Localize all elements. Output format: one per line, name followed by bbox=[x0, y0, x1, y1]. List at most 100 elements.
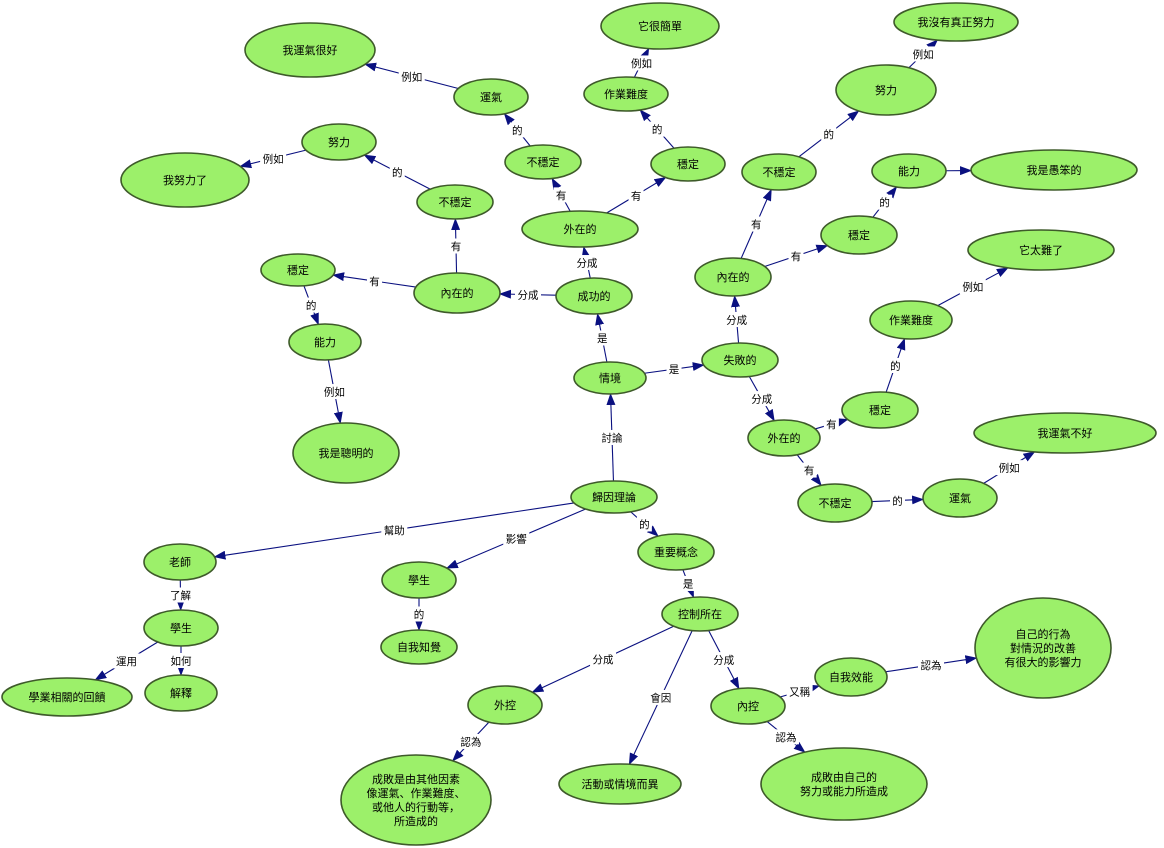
node-label: 學生 bbox=[408, 573, 430, 587]
edge-label-text: 分成 bbox=[726, 314, 747, 326]
node-label: 它很簡單 bbox=[638, 19, 682, 33]
edge-label: 認為 bbox=[772, 729, 799, 745]
edge-label-text: 是 bbox=[683, 578, 694, 590]
node-label: 穩定 bbox=[848, 228, 870, 242]
edge-label-text: 又稱 bbox=[789, 686, 810, 698]
node-se-luck[interactable]: 運氣 bbox=[453, 78, 529, 116]
edge-label-text: 的 bbox=[652, 123, 663, 136]
node-si-ability[interactable]: 能力 bbox=[288, 323, 362, 361]
edge-label-text: 例如 bbox=[999, 462, 1020, 475]
edge-label-text: 分成 bbox=[577, 258, 598, 270]
node-se-goodluck[interactable]: 我運氣很好 bbox=[244, 22, 376, 78]
edge-label-text: 有 bbox=[451, 240, 462, 253]
node-shape bbox=[583, 76, 669, 112]
node-locus[interactable]: 控制所在 bbox=[661, 596, 739, 632]
node-label: 情境 bbox=[599, 371, 621, 385]
node-fe-badluck[interactable]: 我運氣不好 bbox=[973, 412, 1157, 454]
node-fe-unstable[interactable]: 不穩定 bbox=[797, 483, 873, 523]
edge-label: 的 bbox=[636, 516, 652, 532]
node-f-int[interactable]: 內在的 bbox=[694, 257, 772, 297]
edge-label-text: 認為 bbox=[460, 735, 481, 748]
node-student[interactable]: 學生 bbox=[381, 561, 457, 599]
edge-label: 分成 bbox=[710, 652, 737, 668]
node-activity[interactable]: 活動或情境而異 bbox=[558, 763, 682, 805]
node-internal[interactable]: 內控 bbox=[710, 687, 786, 725]
edge-label-text: 的 bbox=[639, 518, 650, 531]
node-fe-luck[interactable]: 運氣 bbox=[922, 478, 998, 518]
node-fe-hard[interactable]: 它太難了 bbox=[967, 229, 1115, 271]
node-shape bbox=[974, 597, 1112, 699]
node-s-ext[interactable]: 外在的 bbox=[521, 210, 639, 248]
edge-label: 分成 bbox=[748, 391, 775, 407]
node-shape bbox=[797, 483, 873, 523]
edge-label: 的 bbox=[887, 357, 903, 373]
node-shape bbox=[820, 215, 898, 255]
node-succ[interactable]: 成功的 bbox=[555, 277, 633, 315]
edge-label: 的 bbox=[389, 164, 405, 180]
node-external[interactable]: 外控 bbox=[467, 685, 543, 725]
node-selfcon[interactable]: 自我知覺 bbox=[380, 629, 458, 665]
node-shape bbox=[694, 257, 772, 297]
node-explain[interactable]: 解釋 bbox=[144, 674, 218, 712]
node-si-effort[interactable]: 努力 bbox=[301, 123, 377, 161]
node-shape bbox=[701, 342, 779, 378]
node-teacher[interactable]: 老師 bbox=[143, 543, 217, 581]
edge-label: 有 bbox=[367, 273, 383, 289]
node-si-unstable[interactable]: 不穩定 bbox=[416, 184, 494, 220]
node-si-smart[interactable]: 我是聰明的 bbox=[292, 422, 400, 484]
node-label: 我是愚笨的 bbox=[1027, 163, 1082, 177]
edge-label: 分成 bbox=[574, 255, 601, 271]
edge-label: 又稱 bbox=[786, 683, 813, 699]
node-fe-stable[interactable]: 穩定 bbox=[841, 391, 919, 429]
node-efficacy[interactable]: 自我效能 bbox=[814, 657, 888, 697]
node-label: 穩定 bbox=[869, 403, 891, 417]
node-si-tried[interactable]: 我努力了 bbox=[120, 152, 250, 208]
node-label: 作業難度 bbox=[604, 87, 648, 101]
edge-label-text: 的 bbox=[306, 299, 317, 312]
edge-label-text: 有 bbox=[556, 189, 567, 202]
edge-label-text: 的 bbox=[414, 608, 425, 621]
node-concept[interactable]: 重要概念 bbox=[637, 533, 715, 571]
node-situ[interactable]: 情境 bbox=[573, 361, 647, 395]
node-f-ext[interactable]: 外在的 bbox=[747, 419, 821, 457]
edge-label: 分成 bbox=[590, 651, 617, 667]
node-label: 自我效能 bbox=[829, 670, 873, 684]
edge-label-text: 例如 bbox=[913, 48, 934, 61]
node-shape bbox=[1, 677, 133, 717]
node-feedback[interactable]: 學業相關的回饋 bbox=[1, 677, 133, 717]
node-se-stable[interactable]: 穩定 bbox=[650, 146, 726, 182]
node-fi-effort[interactable]: 努力 bbox=[835, 64, 937, 116]
node-label: 對情況的改善 bbox=[1010, 641, 1076, 655]
node-fi-ability[interactable]: 能力 bbox=[871, 153, 947, 189]
node-fi-unstable[interactable]: 不穩定 bbox=[741, 153, 817, 191]
node-s-int[interactable]: 內在的 bbox=[413, 272, 501, 314]
edge-label-text: 分成 bbox=[517, 290, 538, 302]
node-attr[interactable]: 歸因理論 bbox=[570, 480, 658, 514]
node-shape bbox=[558, 763, 682, 805]
edge-label-text: 的 bbox=[824, 128, 835, 141]
node-t-student[interactable]: 學生 bbox=[143, 609, 219, 647]
edge-label: 是 bbox=[666, 361, 682, 377]
node-fi-stupid[interactable]: 我是愚笨的 bbox=[970, 149, 1138, 191]
node-fe-diff[interactable]: 作業難度 bbox=[869, 300, 953, 340]
edge-label: 是 bbox=[680, 575, 696, 591]
node-label: 運氣 bbox=[949, 491, 971, 505]
node-fi-stable[interactable]: 穩定 bbox=[820, 215, 898, 255]
node-fail[interactable]: 失敗的 bbox=[701, 342, 779, 378]
node-se-unstable[interactable]: 不穩定 bbox=[504, 144, 582, 180]
node-se-diff[interactable]: 作業難度 bbox=[583, 76, 669, 112]
node-label: 我是聰明的 bbox=[319, 446, 374, 460]
node-shape bbox=[747, 419, 821, 457]
node-shape bbox=[893, 2, 1019, 42]
node-shape bbox=[288, 323, 362, 361]
edge-label: 的 bbox=[509, 122, 525, 138]
node-se-simple[interactable]: 它很簡單 bbox=[600, 2, 720, 50]
node-shape bbox=[381, 561, 457, 599]
edge-label: 例如 bbox=[321, 384, 348, 400]
node-si-stable[interactable]: 穩定 bbox=[260, 253, 336, 287]
node-fi-noeffort[interactable]: 我沒有真正努力 bbox=[893, 2, 1019, 42]
